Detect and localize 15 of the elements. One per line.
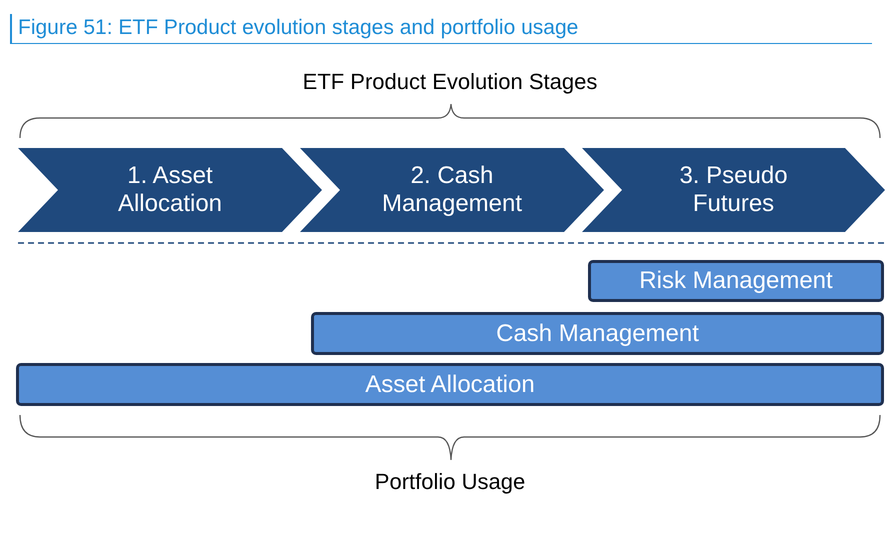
bracket-label: ETF Product Evolution Stages bbox=[302, 68, 598, 96]
stage-banner bbox=[582, 148, 885, 232]
stage-banner bbox=[18, 148, 322, 232]
usage-bar bbox=[311, 312, 884, 355]
node-text: Cash Management bbox=[496, 320, 699, 348]
usage-bar bbox=[588, 260, 884, 302]
figure-title: Figure 51: ETF Product evolution stages and portfolio usage bbox=[10, 14, 872, 44]
node-text: Risk Management bbox=[639, 267, 833, 295]
bracket-label: Portfolio Usage bbox=[374, 468, 526, 496]
node-text: 1. Asset Allocation bbox=[116, 162, 224, 218]
stage-banner bbox=[300, 148, 604, 232]
node-text: Asset Allocation bbox=[365, 370, 535, 398]
node-text: 2. Cash Management bbox=[380, 162, 524, 218]
node-text: 3. Pseudo Futures bbox=[678, 162, 789, 218]
usage-bar bbox=[16, 363, 884, 406]
